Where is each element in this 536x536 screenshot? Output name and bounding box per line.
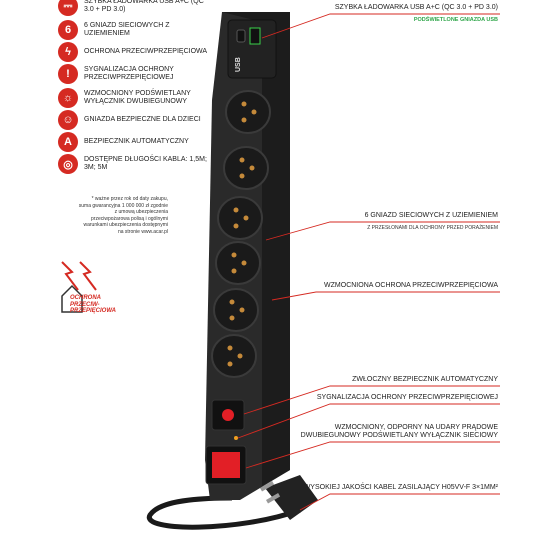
warranty-note: * ważne przez rok od daty zakupu, suma g… <box>78 196 168 235</box>
fuse-button[interactable] <box>211 399 245 431</box>
callout-line-surge <box>271 291 500 301</box>
feature-fuse-text: BEZPIECZNIK AUTOMATYCZNY <box>84 137 189 145</box>
usb-a-port <box>249 27 261 45</box>
feature-surge-text: OCHRONA PRZECIWPRZEPIĘCIOWA <box>84 47 208 55</box>
callout-fuse: ZWŁOCZNY BEZPIECZNIK AUTOMATYCZNY <box>352 376 498 383</box>
feature-signal-text: SYGNALIZACJA OCHRONY PRZECIWPRZEPIĘCIOWE… <box>84 65 174 82</box>
socket-3 <box>217 196 263 240</box>
six-sockets-icon: 6 <box>58 20 78 40</box>
socket-2 <box>223 146 269 190</box>
socket-5 <box>213 288 259 332</box>
callout-line-fuse <box>243 385 500 415</box>
illuminated-switch-icon: ☼ <box>58 88 78 108</box>
socket-list <box>211 90 271 378</box>
callout-line-sockets <box>265 221 500 241</box>
usb-c-port <box>236 29 246 43</box>
surge-protection-icon: ϟ <box>58 42 78 62</box>
feature-switch-text: WZMOCNIONY PODŚWIETLANY WYŁĄCZNIK DWUBIE… <box>84 89 191 106</box>
surge-lightning-icon <box>61 261 97 313</box>
fuse-icon: A <box>58 132 78 152</box>
socket-6 <box>211 334 257 378</box>
socket-4 <box>215 241 261 285</box>
surge-badge-label: OCHRONA PRZECIW-PRZEPIĘCIOWA <box>70 295 117 314</box>
power-switch[interactable] <box>205 445 247 485</box>
child-safety-icon: ☺ <box>58 110 78 130</box>
power-plug <box>260 475 318 520</box>
callout-line-signal <box>237 403 500 439</box>
callout-cable: WYSOKIEJ JAKOŚCI KABEL ZASILAJĄCY H05VV-… <box>303 484 498 491</box>
usb-module-label: USB <box>235 57 242 72</box>
protection-signal-icon: ! <box>58 64 78 84</box>
cable-length-icon: ◎ <box>58 154 78 174</box>
callout-usb: SZYBKA ŁADOWARKA USB A+C (QC 3.0 + PD 3.… <box>334 4 498 11</box>
callout-sockets: 6 GNIAZD SIECIOWYCH Z UZIEMIENIEM <box>364 212 498 219</box>
feature-sockets-text: 6 GNIAZD SIECIOWYCH Z UZIEMIENIEM <box>84 21 170 38</box>
protection-indicator-led <box>234 436 238 440</box>
callout-sockets-sub: Z PRZESŁONAMI DLA OCHRONY PRZED PORAŻENI… <box>367 225 498 231</box>
feature-child-safety-text: GNIAZDA BEZPIECZNE DLA DZIECI <box>84 115 201 123</box>
usb-module: USB <box>227 19 277 79</box>
feature-cable-text: DOSTĘPNE DŁUGOŚCI KABLA: 1,5m; 3m; 5m <box>84 155 207 172</box>
power-cable <box>146 495 301 530</box>
callout-usb-sub: PODŚWIETLONE GNIAZDA USB <box>413 17 498 23</box>
callout-switch: WZMOCNIONY, ODPORNY NA UDARY PRĄDOWE DWU… <box>300 424 498 439</box>
callout-line-usb <box>261 13 500 39</box>
callout-signal: SYGNALIZACJA OCHRONY PRZECIWPRZEPIĘCIOWE… <box>316 394 498 401</box>
usb-charger-icon: ⎓ <box>58 0 78 16</box>
callout-line-cable <box>299 493 500 511</box>
socket-1 <box>225 90 271 134</box>
callout-line-switch <box>245 441 500 469</box>
callout-lines <box>237 13 500 511</box>
feature-usb-text: SZYBKA ŁADOWARKA USB A+C (QC 3.0 + PD 3.… <box>84 0 204 13</box>
callout-surge: WZMOCNIONA OCHRONA PRZECIWPRZEPIĘCIOWA <box>324 282 498 289</box>
